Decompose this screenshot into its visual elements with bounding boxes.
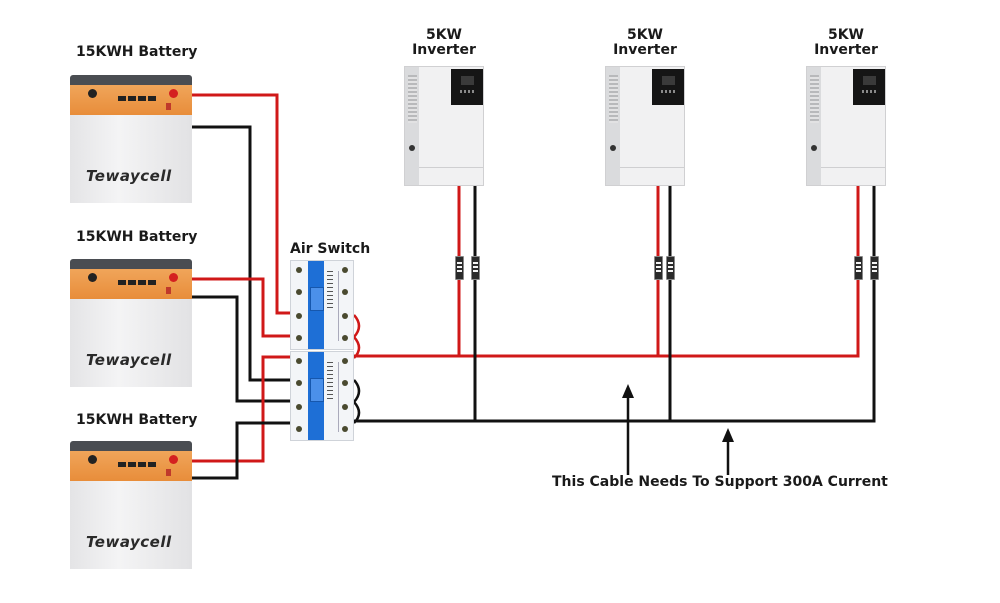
brand-logo: Tewaycell [86,533,172,551]
display-panel [652,69,684,105]
battery-3: Tewaycell [70,441,192,569]
battery-2: Tewaycell [70,259,192,387]
negative-terminal-icon [88,89,97,98]
inverter-3-type: Inverter [814,42,878,58]
fuse-icon [654,256,663,280]
fuse-icon [854,256,863,280]
negative-bus [354,186,876,423]
battery-3-label: 15KWH Battery [76,412,198,428]
arrowhead-negative [722,428,734,442]
fuse-icon [455,256,464,280]
display-panel [451,69,483,105]
battery-1-label: 15KWH Battery [76,44,198,60]
inverter-2-type: Inverter [613,42,677,58]
battery-1-positive-wire [176,93,296,315]
positive-terminal-icon [169,273,178,282]
air-switch-label: Air Switch [290,241,371,257]
breaker-lever [310,378,324,402]
negative-terminal-icon [88,273,97,282]
inverter-2 [605,66,685,186]
brand-logo: Tewaycell [86,351,172,369]
battery-1: Tewaycell [70,75,192,203]
battery-3-positive-wire [176,355,296,463]
air-switch-breaker-upper [290,260,354,350]
fuse-icon [471,256,480,280]
positive-jumper [352,314,361,359]
breaker-lever [310,287,324,311]
display-panel [853,69,885,105]
positive-terminal-icon [169,89,178,98]
inverter-1 [404,66,484,186]
battery-2-positive-wire [176,277,296,338]
fuse-icon [870,256,879,280]
inverter-3-power: 5KW [827,27,865,43]
inverter-1-type: Inverter [412,42,476,58]
positive-terminal-icon [169,455,178,464]
inverter-2-power: 5KW [626,27,664,43]
air-switch-breaker-lower [290,351,354,441]
inverter-3 [806,66,886,186]
brand-logo: Tewaycell [86,167,172,185]
arrowhead-positive [622,384,634,398]
inverter-1-power: 5KW [425,27,463,43]
cable-current-annotation: This Cable Needs To Support 300A Current [552,474,888,490]
negative-jumper [352,379,361,424]
fuse-icon [666,256,675,280]
battery-2-label: 15KWH Battery [76,229,198,245]
positive-bus [354,186,860,358]
negative-terminal-icon [88,455,97,464]
